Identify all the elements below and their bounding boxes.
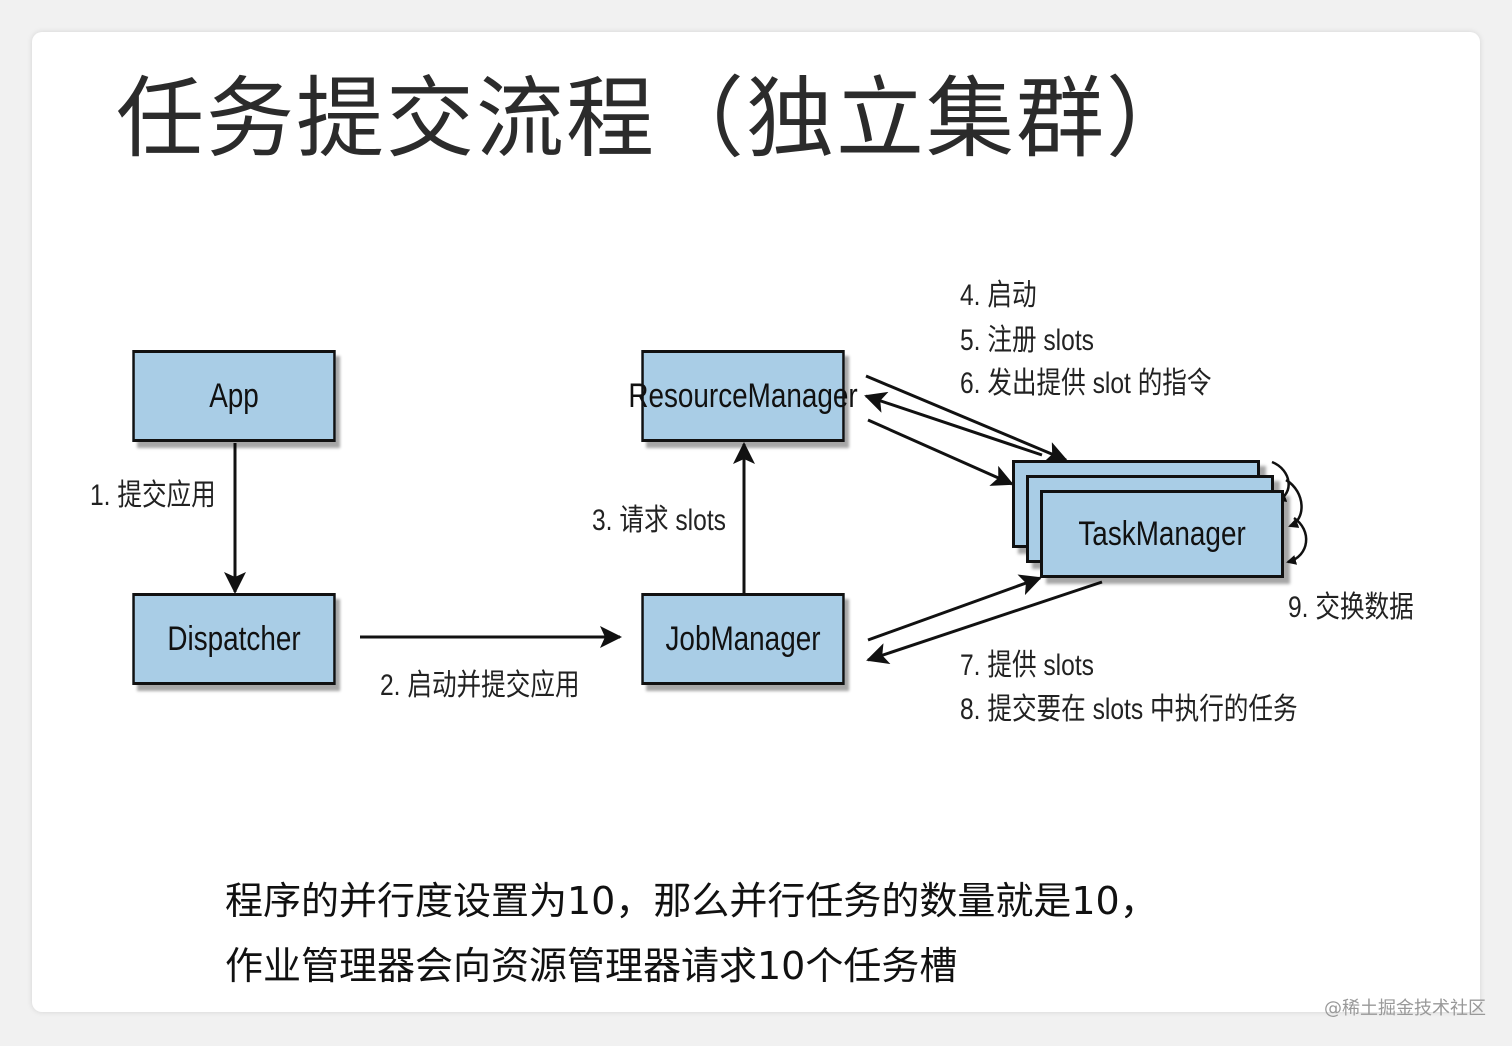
task-manager-box: TaskManager	[1040, 490, 1284, 578]
dispatcher-box: Dispatcher	[132, 593, 336, 685]
job-manager-box: JobManager	[641, 593, 845, 685]
arrow-rm-to-tm	[865, 374, 1068, 463]
arrow-rm-to-tm-lower	[867, 418, 1014, 486]
job-manager-box-label: JobManager	[665, 619, 821, 658]
arrow-exchange-2	[1285, 478, 1303, 528]
label-start-submit: 2. 启动并提交应用	[380, 669, 580, 702]
arrow-tm-to-rm-upper	[864, 391, 1043, 457]
label-rm-tm-3: 6. 发出提供 slot 的指令	[960, 367, 1212, 400]
label-rm-tm-1: 4. 启动	[960, 279, 1037, 312]
label-rm-tm-2: 5. 注册 slots	[960, 324, 1094, 357]
app-box-label: App	[209, 376, 259, 415]
resource-manager-box-label: ResourceManager	[628, 376, 858, 415]
label-submit-app: 1. 提交应用	[90, 479, 216, 512]
dispatcher-box-label: Dispatcher	[167, 619, 301, 658]
arrow-exchange-3	[1286, 516, 1308, 565]
caption-line-2: 作业管理器会向资源管理器请求10个任务槽	[225, 944, 958, 988]
label-tm-jm-1: 7. 提供 slots	[960, 649, 1094, 682]
arrow-tm-to-jm	[866, 580, 1103, 665]
caption-line-1: 程序的并行度设置为10，那么并行任务的数量就是10，	[225, 879, 1158, 923]
arrow-jm-to-tm	[867, 574, 1042, 642]
watermark: @稀土掘金技术社区	[1324, 998, 1486, 1019]
app-box: App	[132, 350, 336, 442]
label-tm-jm-2: 8. 提交要在 slots 中执行的任务	[960, 693, 1298, 726]
resource-manager-box: ResourceManager	[628, 350, 858, 442]
task-manager-box-label: TaskManager	[1078, 514, 1246, 553]
slide-title: 任务提交流程（独立集群）	[116, 67, 1197, 170]
label-exchange-data: 9. 交换数据	[1288, 591, 1414, 624]
label-request-slots: 3. 请求 slots	[592, 504, 726, 537]
